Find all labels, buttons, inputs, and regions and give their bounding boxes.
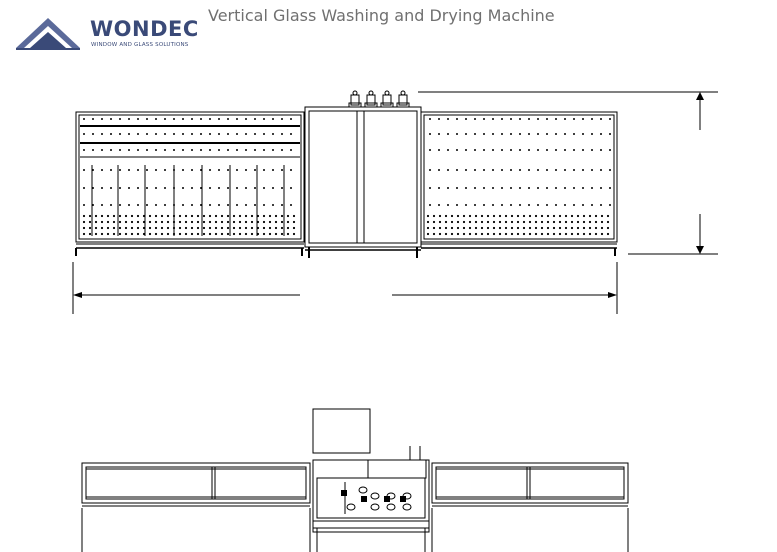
front-elevation-view [72, 90, 718, 314]
top-plan-view [81, 408, 629, 552]
width-dimension [72, 262, 618, 314]
brush-rollers [344, 482, 412, 514]
washer-plan [312, 459, 430, 552]
right-exit-section [420, 111, 618, 256]
right-conveyor-plan [431, 462, 629, 552]
company-logo[interactable]: WONDEC WINDOW AND GLASS SOLUTIONS [14, 12, 198, 54]
left-loading-section [75, 111, 305, 256]
control-cabinet [312, 408, 371, 454]
roller-dots [82, 118, 611, 236]
header: WONDEC WINDOW AND GLASS SOLUTIONS Vertic… [0, 0, 777, 60]
logo-mountain-icon [16, 18, 80, 50]
brand-name: WONDEC [90, 17, 199, 41]
washing-unit [304, 90, 422, 258]
page-title: Vertical Glass Washing and Drying Machin… [208, 6, 555, 25]
left-conveyor-plan [81, 462, 311, 552]
motor-group [348, 90, 410, 108]
height-dimension [418, 91, 718, 255]
brand-tagline: WINDOW AND GLASS SOLUTIONS [91, 42, 189, 48]
